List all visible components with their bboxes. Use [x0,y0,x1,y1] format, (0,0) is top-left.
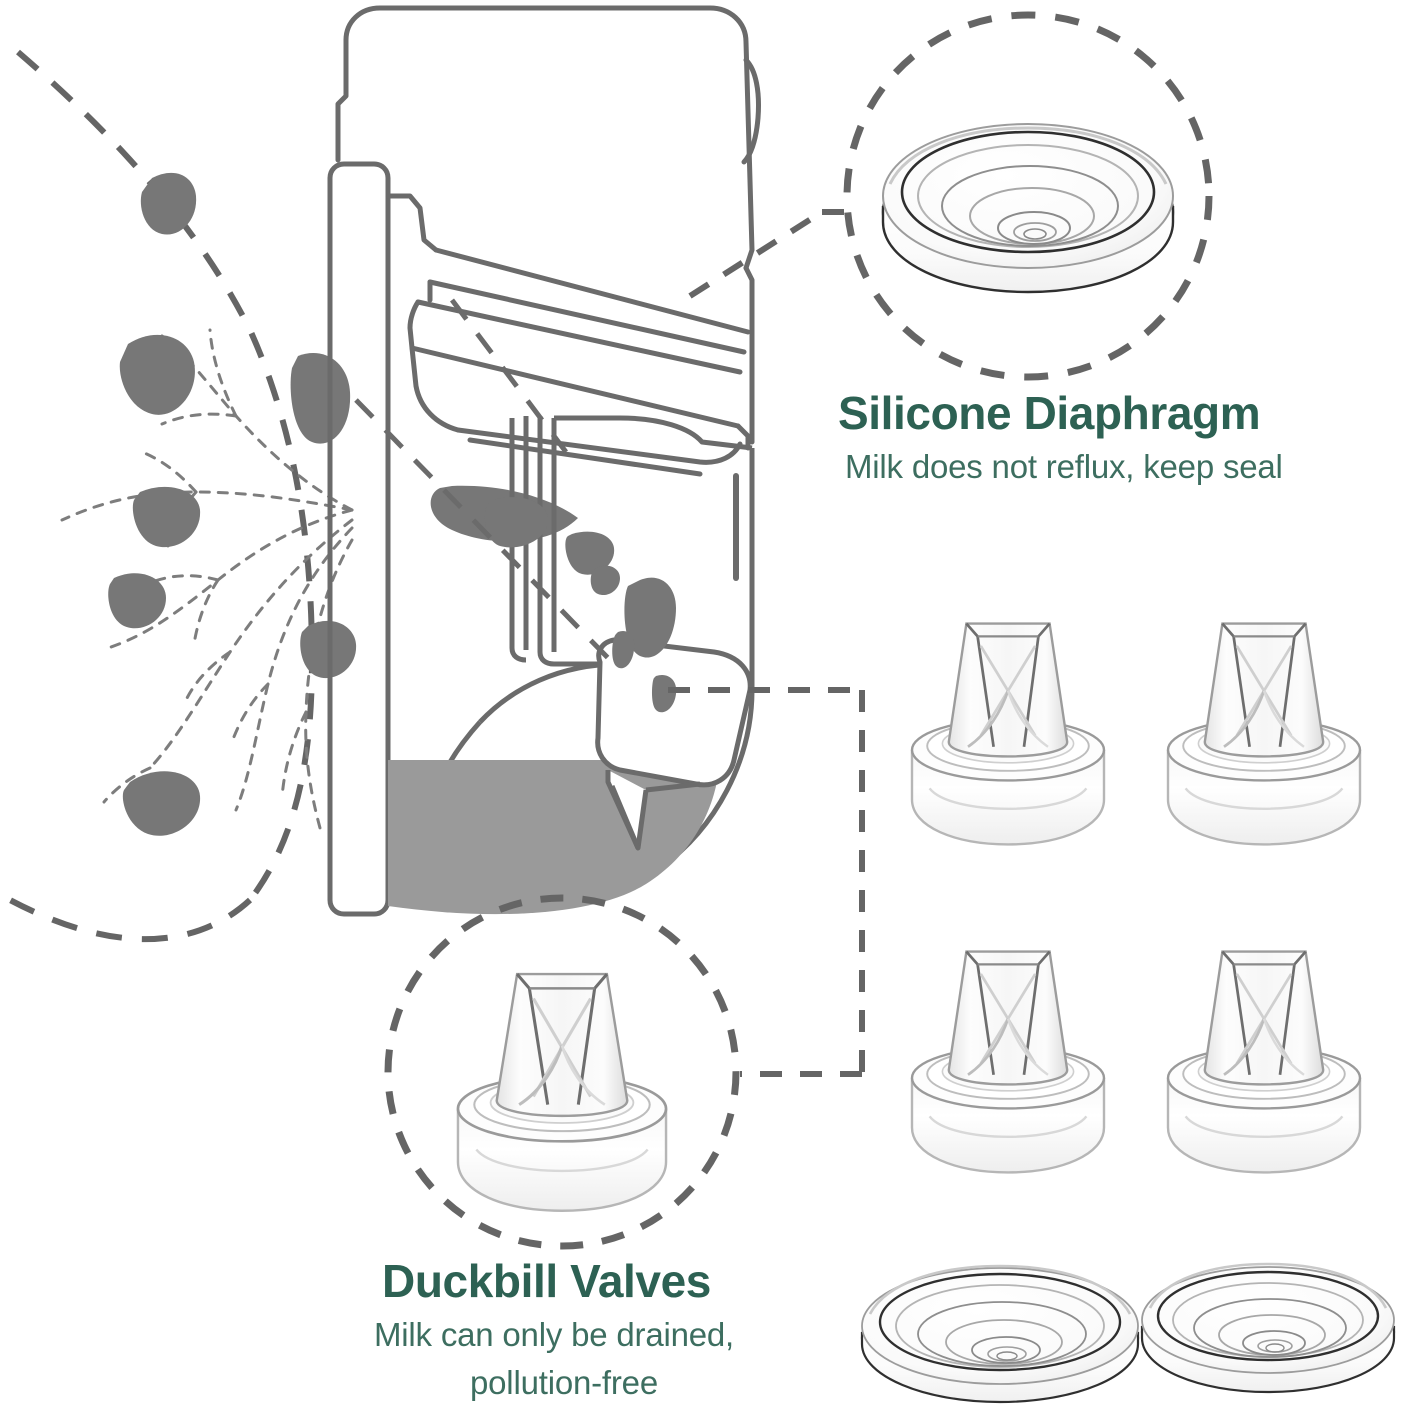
duckbill-valves-subtitle-line2: pollution-free [470,1364,658,1401]
milk-droplets [484,497,677,713]
duckbill-valve-in-diagram [595,637,753,851]
product-duckbill-valve [1166,622,1362,846]
flange-guide-lines [354,298,612,662]
duckbill-valves-subtitle-line1: Milk can only be drained, [374,1316,735,1353]
product-silicone-diaphragm [860,1264,1140,1404]
duckbill-valves-heading: Duckbill Valves [382,1255,711,1307]
duckbill-callout-circle [384,894,740,1250]
diaphragm-callout-circle [843,11,1213,381]
product-duckbill-valve [910,622,1106,846]
leader-line-duckbill [668,687,865,1077]
product-duckbill-valve [910,950,1106,1174]
silicone-diaphragm-disc [881,123,1175,294]
silicone-diaphragm-subtitle: Milk does not reflux, keep seal [845,448,1283,485]
product-duckbill-valve [1166,950,1362,1174]
duckbill-valve-icon [456,972,668,1212]
breast-outline [8,49,316,943]
product-silicone-diaphragm [1140,1262,1396,1394]
leader-line-diaphragm [688,209,862,299]
silicone-diaphragm-heading: Silicone Diaphragm [838,387,1261,439]
